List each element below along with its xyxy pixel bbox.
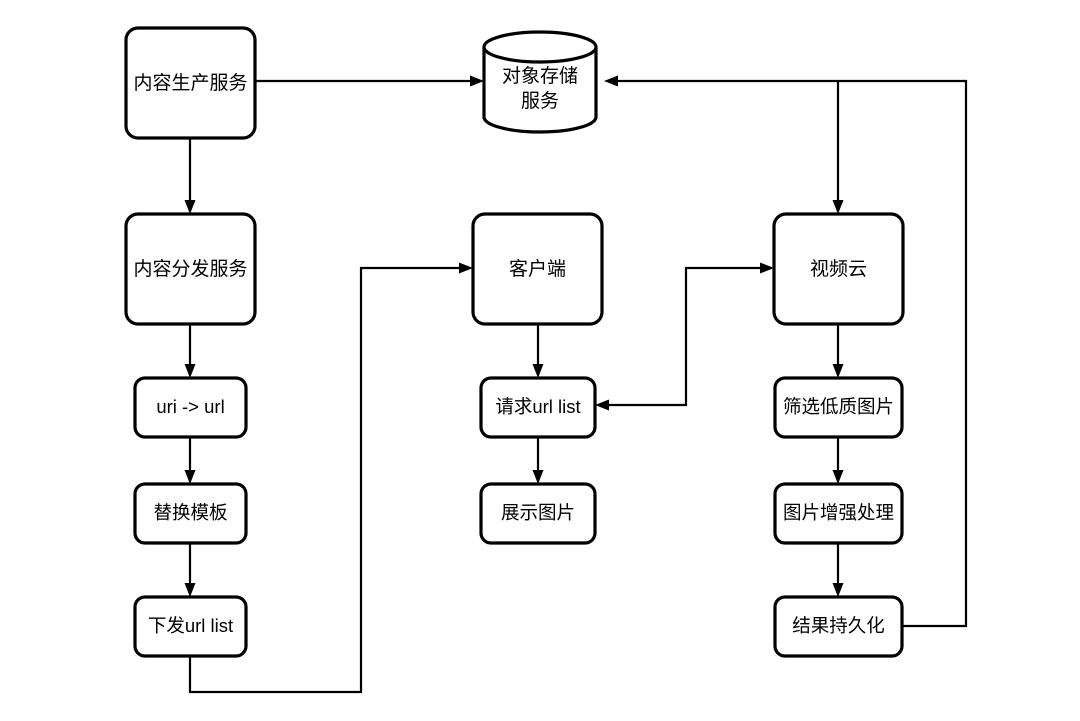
edge-request-url-list-to-display-images bbox=[532, 437, 544, 484]
arrowhead-right-icon bbox=[470, 75, 484, 87]
node-uri-to-url[interactable]: uri -> url bbox=[133, 376, 248, 439]
node-video-cloud-label: 视频云 bbox=[810, 258, 867, 280]
edge-image-enhancement-to-result-persistence bbox=[832, 543, 844, 597]
nodes-layer: 内容生产服务 对象存储 服务 内容分发服务 客户端 视 bbox=[124, 26, 905, 658]
node-filter-low-quality[interactable]: 筛选低质图片 bbox=[773, 376, 904, 439]
edge-request-url-list-video-cloud-connector bbox=[595, 262, 774, 411]
arrowhead-down-icon bbox=[532, 364, 544, 378]
edges-layer bbox=[184, 75, 968, 694]
edge-content-production-to-object-storage bbox=[255, 75, 484, 87]
node-client-label: 客户端 bbox=[509, 258, 566, 280]
edge-filter-low-quality-to-image-enhancement bbox=[832, 437, 844, 484]
arrowhead-down-icon bbox=[184, 583, 196, 597]
arrowhead-down-icon bbox=[832, 583, 844, 597]
node-object-storage-label-line2: 服务 bbox=[521, 90, 559, 112]
node-result-persistence-label: 结果持久化 bbox=[792, 615, 885, 636]
node-video-cloud[interactable]: 视频云 bbox=[772, 212, 905, 326]
arrowhead-right-icon bbox=[760, 262, 774, 274]
node-filter-low-quality-label: 筛选低质图片 bbox=[783, 396, 894, 417]
node-content-distribution-label: 内容分发服务 bbox=[133, 258, 247, 280]
node-content-distribution[interactable]: 内容分发服务 bbox=[124, 212, 257, 326]
node-replace-template-label: 替换模板 bbox=[153, 502, 227, 523]
edge-uri-to-url-to-replace-template bbox=[184, 437, 196, 484]
node-image-enhancement[interactable]: 图片增强处理 bbox=[773, 482, 904, 545]
arrowhead-down-icon bbox=[184, 470, 196, 484]
edge-deliver-url-list-to-client bbox=[188, 262, 473, 694]
node-content-production[interactable]: 内容生产服务 bbox=[124, 26, 257, 140]
arrowhead-down-icon bbox=[184, 200, 196, 214]
node-content-production-label: 内容生产服务 bbox=[133, 72, 247, 94]
arrowhead-down-icon bbox=[832, 200, 844, 214]
node-replace-template[interactable]: 替换模板 bbox=[133, 482, 248, 545]
arrowhead-down-icon bbox=[184, 364, 196, 378]
node-deliver-url-list-label: 下发url list bbox=[148, 615, 233, 636]
node-image-enhancement-label: 图片增强处理 bbox=[783, 502, 894, 523]
node-display-images[interactable]: 展示图片 bbox=[479, 482, 597, 545]
arrowhead-down-icon bbox=[832, 364, 844, 378]
edge-object-storage-to-video-cloud bbox=[832, 81, 844, 214]
arrowhead-left-icon bbox=[595, 399, 609, 411]
arrowhead-down-icon bbox=[832, 470, 844, 484]
edge-replace-template-to-deliver-url-list bbox=[184, 543, 196, 597]
node-object-storage[interactable]: 对象存储 服务 bbox=[482, 30, 598, 134]
arrowhead-right-icon bbox=[459, 262, 473, 274]
arrowhead-left-icon bbox=[604, 75, 618, 87]
node-display-images-label: 展示图片 bbox=[501, 502, 575, 523]
node-request-url-list-label: 请求url list bbox=[495, 396, 580, 417]
edge-result-persistence-to-object-storage bbox=[604, 75, 968, 628]
node-client[interactable]: 客户端 bbox=[471, 212, 604, 326]
edge-video-cloud-to-filter-low-quality bbox=[832, 324, 844, 378]
node-result-persistence[interactable]: 结果持久化 bbox=[773, 595, 904, 658]
node-uri-to-url-label: uri -> url bbox=[156, 396, 224, 417]
node-deliver-url-list[interactable]: 下发url list bbox=[133, 595, 248, 658]
node-request-url-list[interactable]: 请求url list bbox=[479, 376, 597, 439]
edge-content-production-to-content-distribution bbox=[184, 138, 196, 214]
edge-content-distribution-to-uri-to-url bbox=[184, 324, 196, 378]
arrowhead-down-icon bbox=[532, 470, 544, 484]
edge-client-to-request-url-list bbox=[532, 324, 544, 378]
node-object-storage-label-line1: 对象存储 bbox=[502, 65, 578, 87]
